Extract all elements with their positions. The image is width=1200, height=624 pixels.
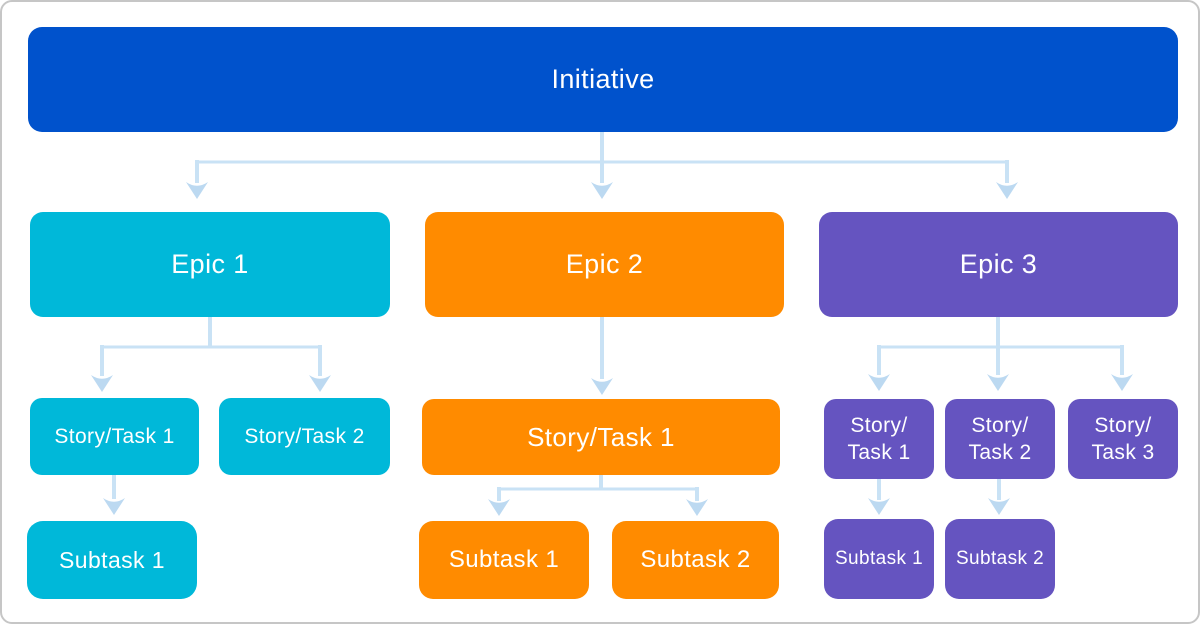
node-epic2-story-task-1: Story/Task 1 [422,399,780,475]
connector-story-to-subtasks-col2 [488,474,708,516]
node-epic-2: Epic 2 [425,212,784,317]
node-epic3-subtask-1: Subtask 1 [824,519,934,599]
node-epic-1: Epic 1 [30,212,390,317]
node-epic1-story-task-2: Story/Task 2 [219,398,390,475]
connector-story-to-subtask-col1 [103,474,125,515]
node-epic3-subtask-2: Subtask 2 [945,519,1055,599]
node-epic2-subtask-1: Subtask 1 [419,521,589,599]
node-epic3-story-task-3: Story/ Task 3 [1068,399,1178,479]
node-epic-3: Epic 3 [819,212,1178,317]
connector-epic2-to-story [591,316,613,395]
connector-epic1-to-stories [91,316,331,392]
connector-initiative-to-epics [186,131,1018,199]
node-initiative: Initiative [28,27,1178,132]
connector-epic3-to-stories [868,316,1133,391]
node-epic2-subtask-2: Subtask 2 [612,521,779,599]
node-epic1-subtask-1: Subtask 1 [27,521,197,599]
node-epic3-story-task-1: Story/ Task 1 [824,399,934,479]
node-epic1-story-task-1: Story/Task 1 [30,398,199,475]
connector-stories-to-subtasks-col3 [868,478,1010,515]
node-epic3-story-task-2: Story/ Task 2 [945,399,1055,479]
